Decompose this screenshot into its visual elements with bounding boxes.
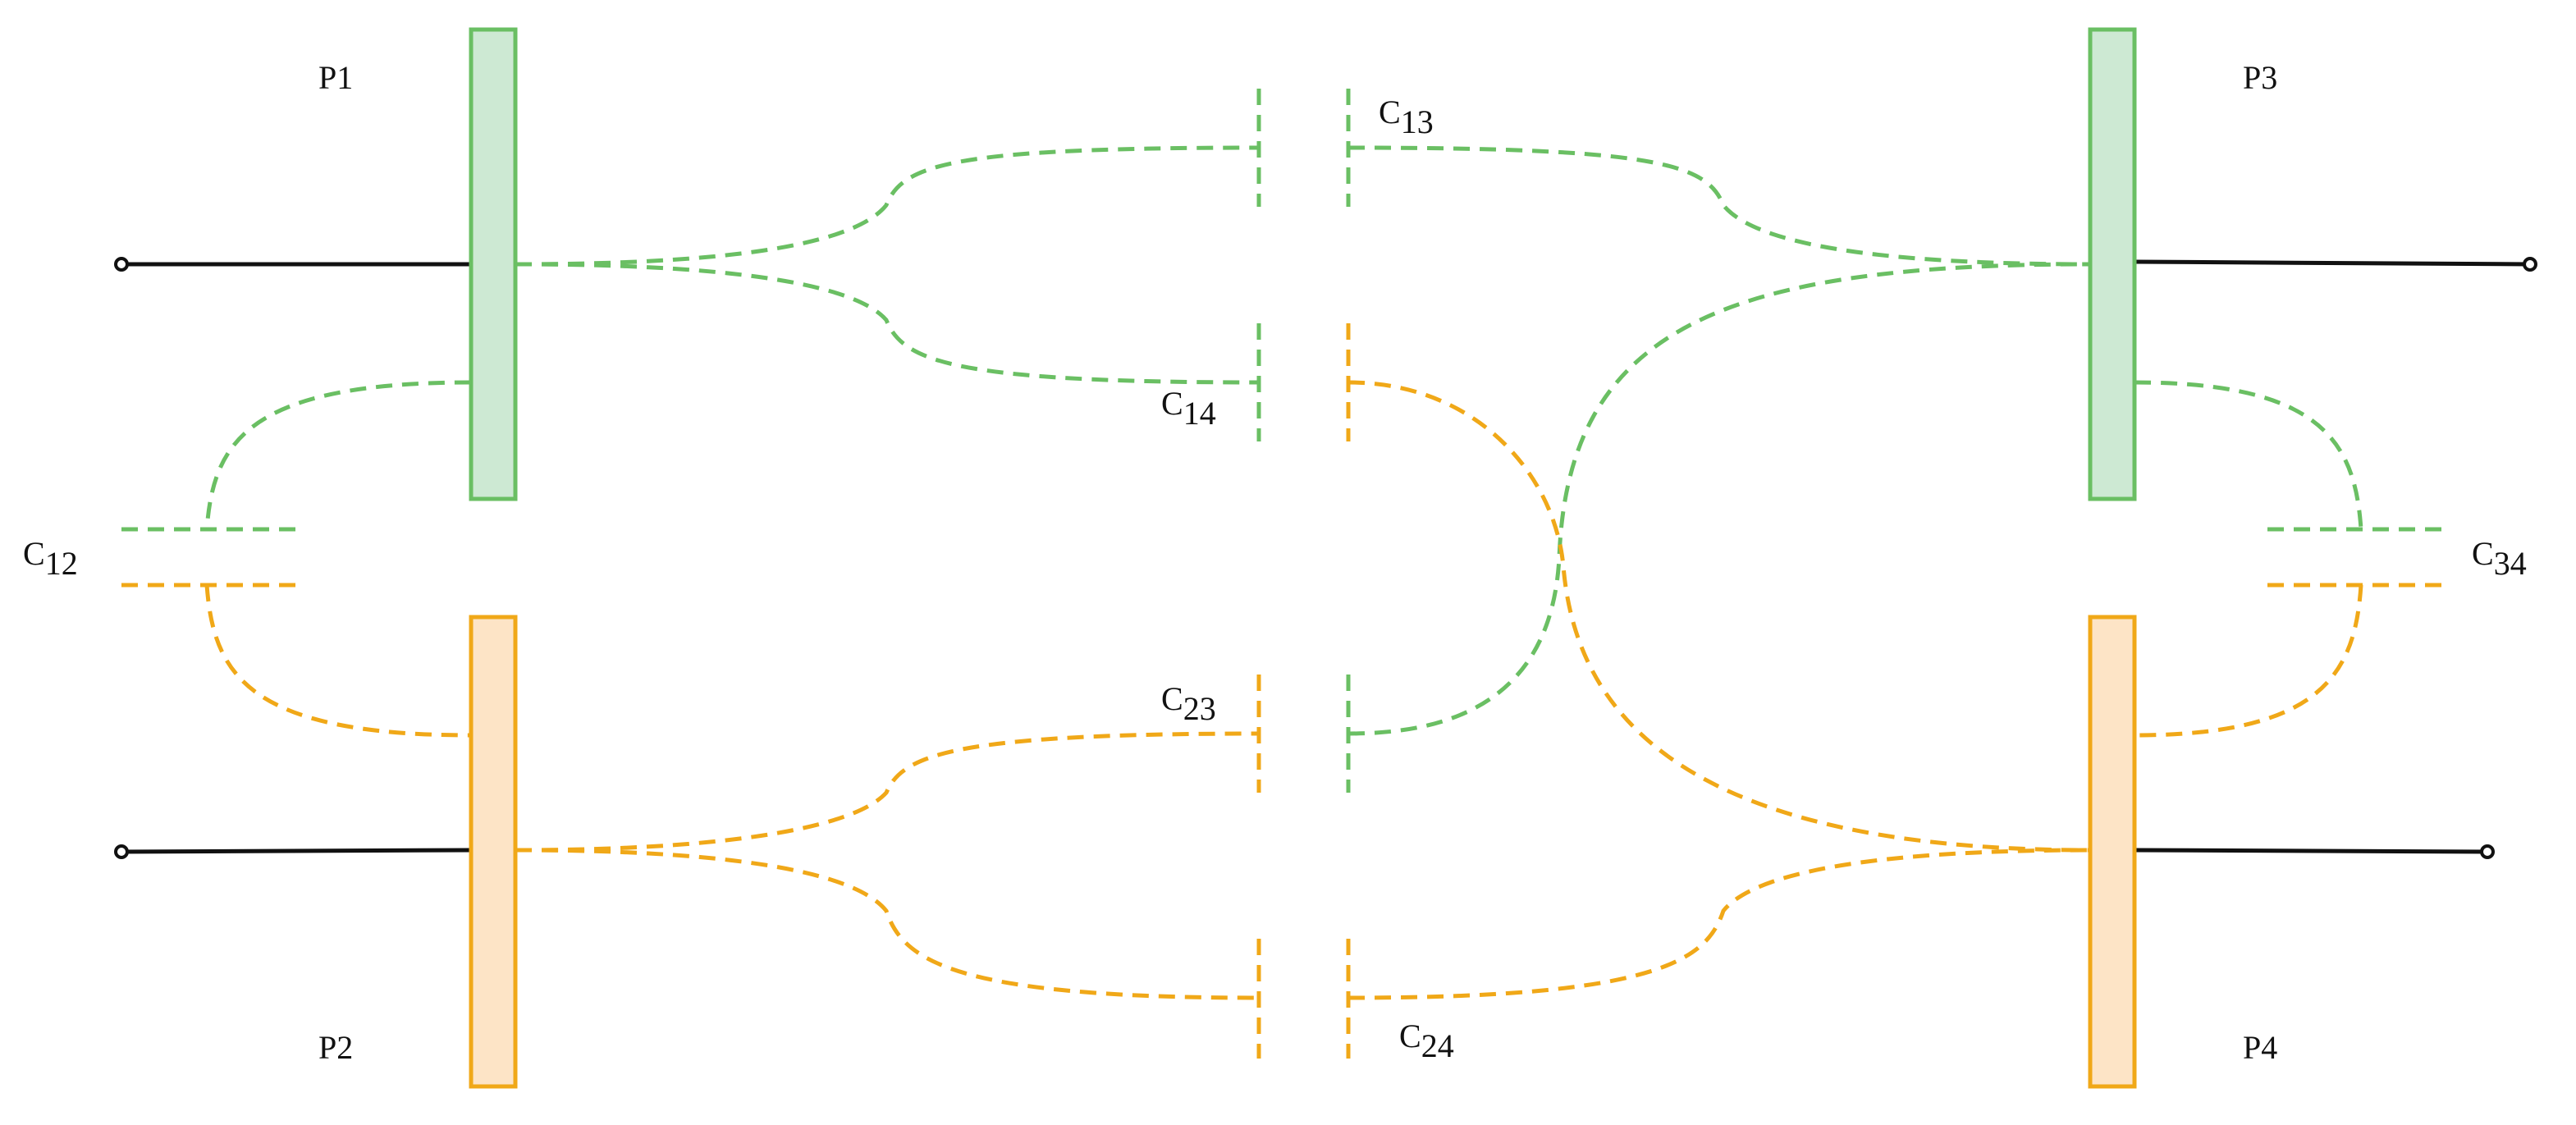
p3-to-c34-path	[2134, 380, 2363, 530]
c13-to-p3-path	[1347, 145, 2091, 267]
c23-label-sub: 23	[1183, 690, 1216, 727]
c12-label-sub: 12	[45, 545, 78, 582]
p3-terminal-wire	[2134, 259, 2531, 267]
p3-plate	[2088, 27, 2137, 501]
p1-label: P1	[318, 59, 353, 96]
p2-terminal-wire	[121, 848, 472, 854]
c24-to-p4-path	[1347, 848, 2091, 1000]
c23-to-p3-path	[1347, 262, 2091, 736]
c34-label: C34	[2472, 535, 2527, 582]
p3-terminal-node	[2523, 257, 2537, 272]
p2-to-c23-path	[515, 731, 1260, 853]
c14-to-p4-path	[1347, 380, 2091, 853]
p4-to-c34-path	[2134, 584, 2363, 738]
c14-label-base: C	[1161, 385, 1183, 422]
c13-label: C13	[1379, 94, 1434, 140]
c13-label-base: C	[1379, 94, 1401, 130]
p1-to-c12-path	[204, 380, 472, 530]
p2-to-c24-path	[515, 848, 1260, 1000]
c23-label-base: C	[1161, 680, 1183, 717]
p4-terminal-node	[2480, 844, 2495, 859]
p4-plate	[2088, 615, 2137, 1089]
p4-terminal-wire	[2134, 848, 2488, 854]
p1-to-c13-path	[515, 145, 1260, 267]
p2-terminal-node	[114, 844, 129, 859]
c24-label: C24	[1399, 1018, 1454, 1064]
c12-label-base: C	[23, 535, 45, 572]
p2-to-c12-path	[204, 584, 472, 738]
p1-terminal-node	[114, 257, 129, 272]
p2-plate	[469, 615, 518, 1089]
p3-label: P3	[2243, 59, 2277, 96]
p2-label: P2	[318, 1029, 353, 1066]
c12-label: C12	[23, 535, 78, 582]
c13-label-sub: 13	[1401, 103, 1434, 140]
c23-label: C23	[1161, 680, 1216, 727]
c24-label-sub: 24	[1421, 1027, 1454, 1064]
c14-label-sub: 14	[1183, 395, 1216, 432]
c34-label-sub: 34	[2494, 545, 2527, 582]
p4-label: P4	[2243, 1029, 2277, 1066]
c14-label: C14	[1161, 385, 1216, 432]
c24-label-base: C	[1399, 1018, 1421, 1054]
c34-label-base: C	[2472, 535, 2494, 572]
p1-to-c14-path	[515, 262, 1260, 385]
p1-plate	[469, 27, 518, 501]
